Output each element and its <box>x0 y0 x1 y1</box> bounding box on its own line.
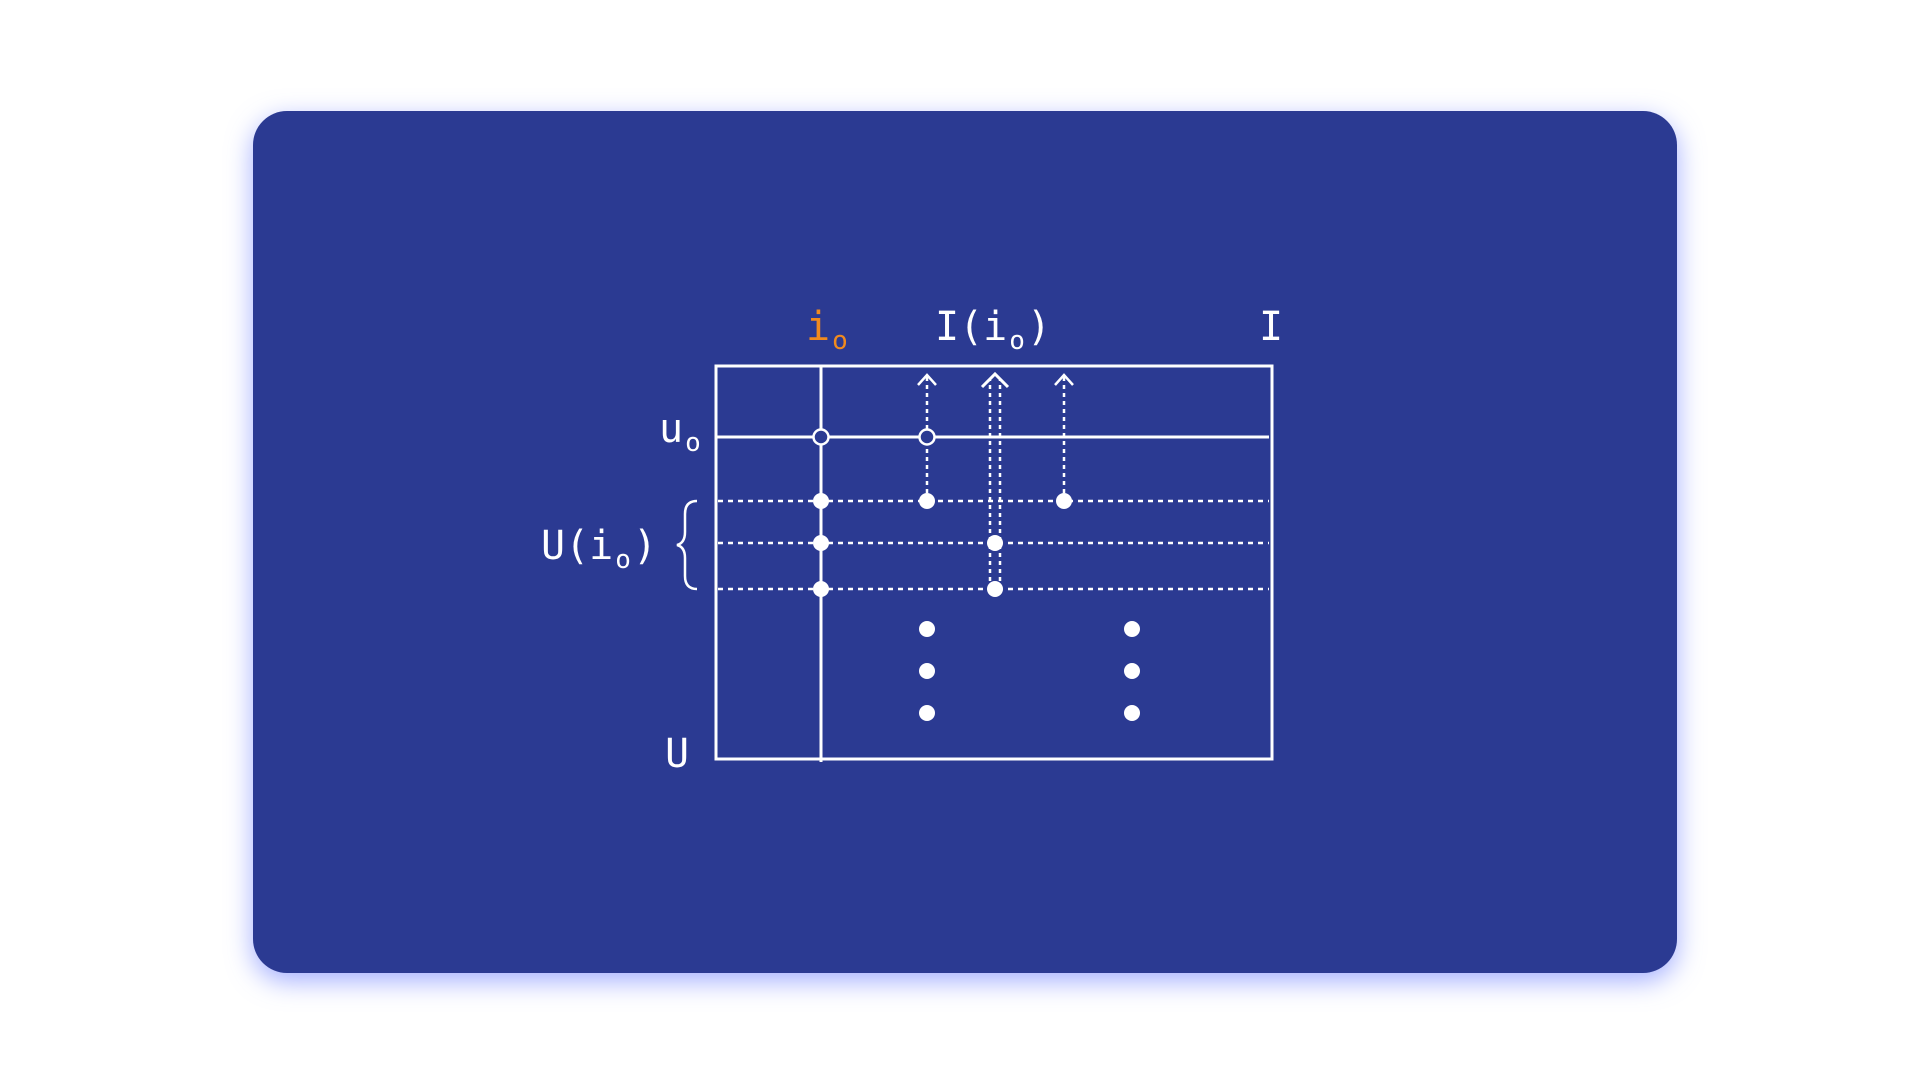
user-set-label: U(io) <box>541 523 657 575</box>
dot-row1-i0 <box>813 493 829 509</box>
arrow-item-1 <box>917 373 937 501</box>
all-items-label: I <box>1259 304 1283 350</box>
dot-row2-i0 <box>813 535 829 551</box>
item-i0-label: io <box>806 304 848 356</box>
dot-row2-item-2 <box>987 535 1003 551</box>
dot-row1-item-1 <box>919 493 935 509</box>
arrow-item-2-double <box>980 371 1010 589</box>
arrow-item-3 <box>1054 373 1074 501</box>
user-set-brace <box>676 499 698 591</box>
user-u0-label: uo <box>659 406 701 458</box>
dot-row1-item-3 <box>1056 493 1072 509</box>
ellipsis-left <box>919 621 935 721</box>
dot-row3-item-2 <box>987 581 1003 597</box>
matrix-frame <box>714 364 1274 761</box>
ellipsis-right <box>1124 621 1140 721</box>
open-dot-u0-i0 <box>812 428 830 446</box>
open-dot-u0-item-1 <box>918 428 936 446</box>
all-users-label: U <box>665 731 689 777</box>
diagram-card <box>253 111 1677 973</box>
item-set-label: I(io) <box>935 304 1051 356</box>
dot-row3-i0 <box>813 581 829 597</box>
